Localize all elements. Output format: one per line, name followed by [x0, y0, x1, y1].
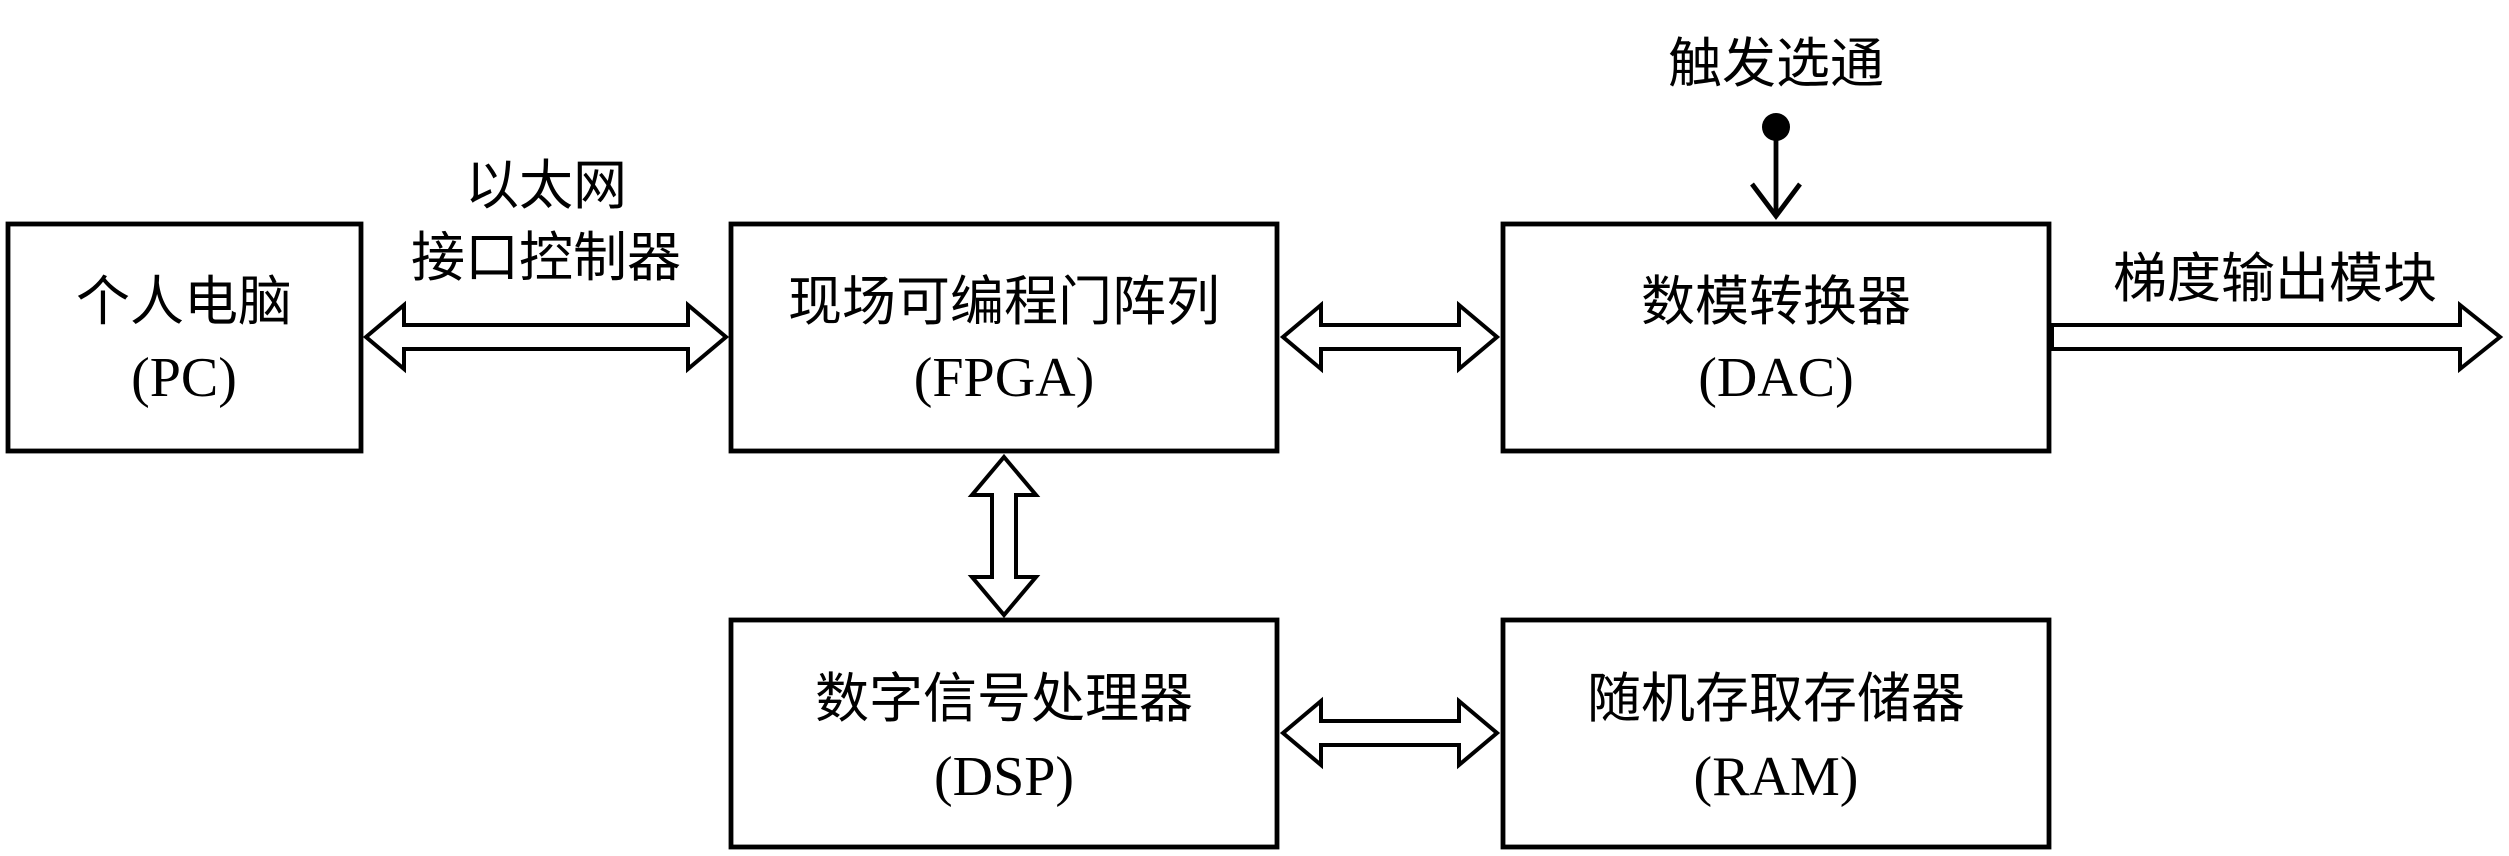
ram-block	[1500, 617, 2052, 850]
dsp-name: 数字信号处理器	[815, 667, 1193, 730]
ram-name: 随机存取存储器	[1587, 667, 1965, 730]
dac-name: 数模转换器	[1641, 270, 1911, 333]
fpga-block	[728, 221, 1280, 454]
dsp-ram-bidirectional-arrow	[1279, 696, 1501, 770]
fpga-name: 现场可编程门阵列	[788, 270, 1220, 333]
ram-abbr: (RAM)	[1694, 746, 1859, 808]
dac-abbr: (DAC)	[1698, 347, 1854, 409]
pc-block	[5, 221, 364, 454]
fpga-abbr: (FPGA)	[914, 347, 1094, 409]
pc-name: 个人电脑	[76, 270, 292, 333]
fpga-dsp-bidirectional-arrow	[967, 453, 1041, 619]
gradient-output-arrow	[2050, 300, 2504, 374]
fpga-dac-bidirectional-arrow	[1279, 300, 1501, 374]
dsp-abbr: (DSP)	[934, 746, 1074, 808]
ethernet-label-line1: 以太网	[465, 154, 627, 217]
trigger-label: 触发选通	[1668, 32, 1884, 95]
dsp-block	[728, 617, 1280, 850]
pc-fpga-bidirectional-arrow	[362, 300, 730, 374]
pc-abbr: (PC)	[131, 347, 237, 409]
trigger-arrowhead	[1750, 182, 1802, 220]
dac-block	[1500, 221, 2052, 454]
ethernet-label-line2: 接口控制器	[411, 226, 681, 289]
gradient-output-label: 梯度输出模块	[2113, 247, 2437, 310]
